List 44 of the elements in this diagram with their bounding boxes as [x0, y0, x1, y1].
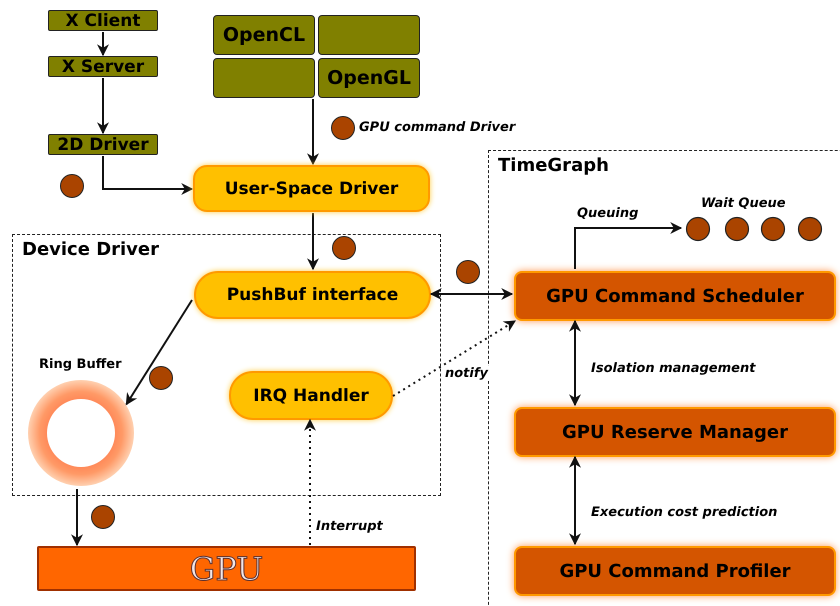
empty-box: [332, 236, 356, 260]
arrow: [307, 99, 319, 166]
node-label: Ring Buffer: [39, 357, 122, 372]
dotted-arrow: [304, 418, 316, 545]
empty-box: [318, 15, 420, 55]
process-box: User-Space Driver: [193, 165, 430, 212]
arrow: [569, 456, 581, 546]
empty-box: [149, 366, 173, 390]
arrow: [126, 299, 193, 406]
label-box: X Server: [48, 56, 158, 77]
arrow: [97, 32, 109, 56]
label-box: 2D Driver: [48, 134, 158, 155]
group-box: [12, 234, 441, 496]
edge-label: Interrupt: [315, 519, 384, 534]
group-title: TimeGraph: [498, 155, 609, 176]
label-box: X Client: [48, 10, 158, 31]
arrow: [569, 320, 581, 406]
process-box: GPU Command Profiler: [514, 546, 836, 596]
empty-box: [456, 260, 480, 284]
arrow: [71, 489, 83, 546]
arrow: [574, 222, 682, 269]
empty-box: [331, 116, 355, 140]
dotted-arrow: [392, 320, 516, 397]
empty-box: [213, 58, 315, 98]
api-box: OpenCL: [213, 15, 315, 55]
process-box: GPU Reserve Manager: [514, 407, 836, 457]
group-title: Device Driver: [22, 239, 160, 260]
empty-box: [91, 505, 115, 529]
process-pill: PushBuf interface: [194, 271, 431, 319]
arrow: [307, 213, 319, 270]
edge-label: Queuing: [576, 206, 640, 221]
process-pill: IRQ Handler: [229, 371, 393, 420]
arrow: [97, 78, 109, 134]
edge-label: notify: [444, 366, 489, 381]
edge-label: Isolation management: [590, 361, 756, 376]
gpu-bar: GPU: [37, 546, 416, 591]
group-box: [488, 150, 840, 606]
empty-box: [60, 174, 84, 198]
node-label: Wait Queue: [701, 196, 786, 211]
arrow: [430, 288, 514, 300]
arrow: [102, 156, 194, 195]
edge-label: Execution cost prediction: [590, 505, 778, 520]
process-box: GPU Command Scheduler: [514, 271, 836, 321]
api-box: OpenGL: [318, 58, 420, 98]
